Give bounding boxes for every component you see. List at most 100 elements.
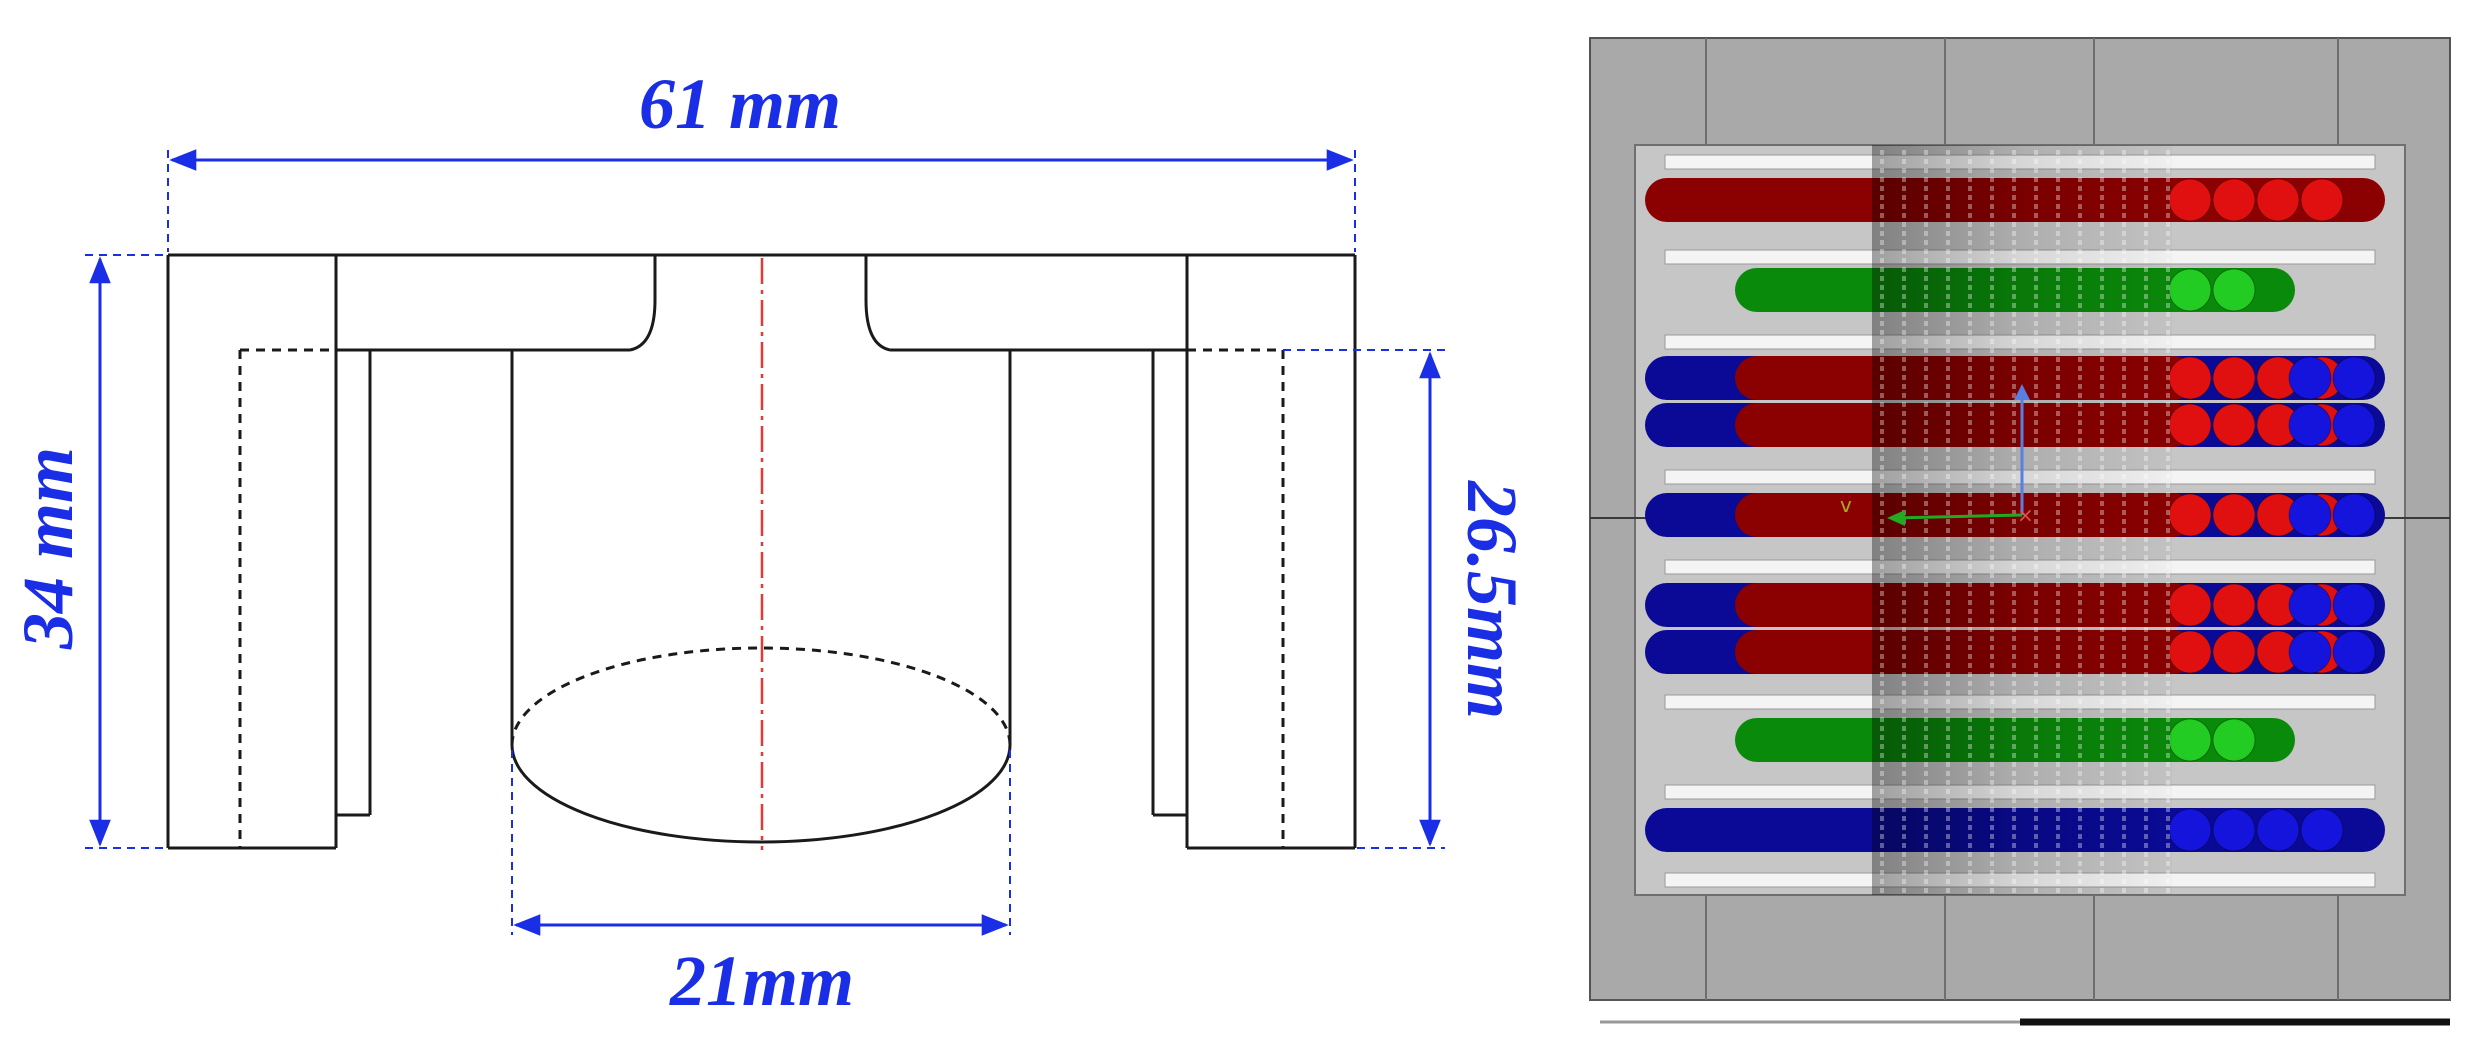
band-tick [1968, 726, 1972, 731]
band-tick [2166, 546, 2170, 551]
dimension-inner-height: 26.5mm [1283, 349, 1532, 849]
band-tick [2012, 465, 2016, 470]
band-tick [1946, 852, 1950, 857]
band-tick [2078, 150, 2082, 155]
band-tick [2078, 231, 2082, 236]
band-tick [2144, 573, 2148, 578]
band-tick [2166, 348, 2170, 353]
band-tick [1880, 762, 1884, 767]
band-tick [2078, 384, 2082, 389]
band-tick [1880, 816, 1884, 821]
band-tick [1902, 663, 1906, 668]
band-tick [1924, 447, 1928, 452]
band-tick [2056, 735, 2060, 740]
band-tick [2122, 510, 2126, 515]
band-tick [2144, 402, 2148, 407]
band-tick [2100, 330, 2104, 335]
band-tick [2122, 501, 2126, 506]
band-tick [2166, 321, 2170, 326]
band-tick [2166, 834, 2170, 839]
band-tick [2122, 591, 2126, 596]
band-tick [2144, 231, 2148, 236]
band-tick [2056, 852, 2060, 857]
band-tick [1946, 807, 1950, 812]
band-tick [2078, 843, 2082, 848]
band-tick [2100, 276, 2104, 281]
band-tick [1990, 879, 1994, 884]
band-tick [2100, 681, 2104, 686]
band-tick [2166, 438, 2170, 443]
band-tick [1946, 321, 1950, 326]
band-tick [2144, 726, 2148, 731]
band-tick [2034, 420, 2038, 425]
band-tick [1902, 555, 1906, 560]
band-tick [1902, 375, 1906, 380]
band-tick [2012, 429, 2016, 434]
band-tick [2034, 852, 2038, 857]
band-tick [2122, 285, 2126, 290]
band-tick [1880, 699, 1884, 704]
band-tick [2012, 735, 2016, 740]
band-tick [1946, 429, 1950, 434]
band-tick [2100, 222, 2104, 227]
part-outline [166, 253, 1357, 850]
band-tick [2012, 591, 2016, 596]
band-tick [1946, 573, 1950, 578]
band-tick [2056, 438, 2060, 443]
band-tick [2166, 798, 2170, 803]
band-tick [2100, 312, 2104, 317]
band-tick [2034, 330, 2038, 335]
band-tick [1946, 150, 1950, 155]
band-tick [2034, 366, 2038, 371]
band-tick [2122, 618, 2126, 623]
band-tick [2122, 402, 2126, 407]
band-tick [1902, 843, 1906, 848]
winding-turn [2168, 178, 2212, 222]
band-tick [2078, 663, 2082, 668]
band-tick [1990, 573, 1994, 578]
band-tick [2166, 267, 2170, 272]
band-tick [1968, 672, 1972, 677]
band-tick [2056, 546, 2060, 551]
band-tick [1946, 834, 1950, 839]
band-tick [2144, 429, 2148, 434]
band-tick [1946, 186, 1950, 191]
band-tick [2034, 168, 2038, 173]
band-tick [1880, 708, 1884, 713]
band-tick [2034, 546, 2038, 551]
band-tick [1990, 744, 1994, 749]
band-tick [1990, 474, 1994, 479]
band-tick [1946, 879, 1950, 884]
band-tick [2056, 483, 2060, 488]
band-tick [1990, 330, 1994, 335]
band-tick [1946, 348, 1950, 353]
hidden-lines [238, 348, 1285, 848]
band-tick [1880, 258, 1884, 263]
band-tick [2100, 195, 2104, 200]
band-tick [2144, 546, 2148, 551]
band-tick [2122, 321, 2126, 326]
band-tick [2056, 240, 2060, 245]
band-tick [1990, 528, 1994, 533]
band-tick [1990, 483, 1994, 488]
band-tick [2144, 708, 2148, 713]
band-tick [1880, 249, 1884, 254]
band-tick [2012, 213, 2016, 218]
band-tick [2100, 771, 2104, 776]
band-tick [2034, 816, 2038, 821]
band-tick [1946, 735, 1950, 740]
winding-turn [2168, 583, 2212, 627]
band-tick [1990, 348, 1994, 353]
band-tick [2166, 627, 2170, 632]
band-tick [2122, 429, 2126, 434]
band-tick [2012, 789, 2016, 794]
band-tick [2122, 168, 2126, 173]
band-tick [2056, 168, 2060, 173]
band-tick [2166, 591, 2170, 596]
band-tick [2122, 771, 2126, 776]
band-tick [2166, 870, 2170, 875]
band-tick [2100, 690, 2104, 695]
band-tick [1990, 501, 1994, 506]
band-tick [1968, 843, 1972, 848]
band-tick [2034, 780, 2038, 785]
